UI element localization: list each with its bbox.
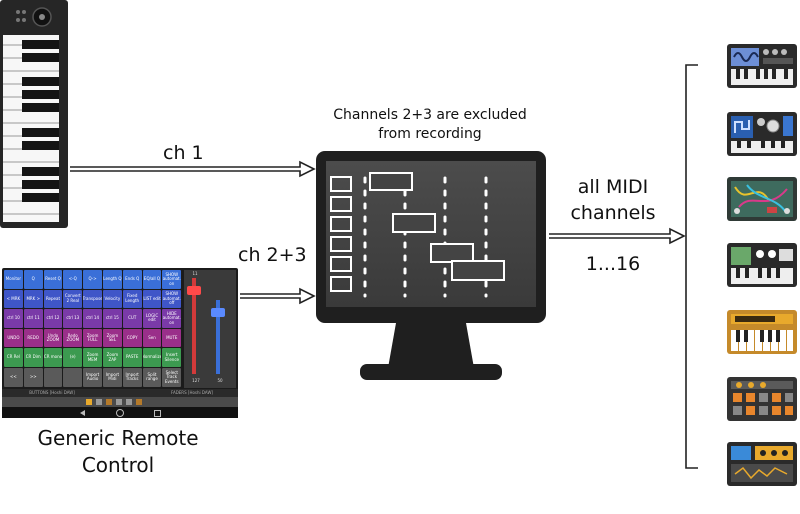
remote-grid-button[interactable]: LIST edit bbox=[142, 289, 162, 309]
remote-grid-button[interactable]: Q-> bbox=[83, 270, 102, 289]
remote-grid-button[interactable]: (e) bbox=[63, 348, 83, 367]
remote-grid-button[interactable]: Transpose bbox=[83, 289, 102, 309]
remote-grid-button[interactable]: < MRK bbox=[4, 289, 23, 309]
midi-keyboard-icon bbox=[0, 0, 68, 228]
remote-grid-button[interactable]: Zoom ZAP bbox=[103, 348, 122, 367]
all-midi-label-line1: all MIDI bbox=[577, 176, 649, 198]
computer-monitor-icon bbox=[316, 151, 546, 380]
remote-grid-button[interactable]: CR Rel bbox=[4, 348, 23, 367]
remote-grid-button[interactable]: ctrl 12 bbox=[43, 309, 63, 328]
remote-grid-button[interactable]: ctrl 10 bbox=[4, 309, 23, 328]
remote-grid-button[interactable]: Zoom FULL bbox=[83, 328, 102, 348]
remote-grid-button[interactable]: ctrl 11 bbox=[23, 309, 43, 328]
recents-icon[interactable] bbox=[154, 410, 161, 417]
toolbar-icon[interactable] bbox=[136, 399, 142, 405]
remote-grid-button[interactable]: Insert Silence bbox=[162, 348, 182, 367]
remote-grid-button[interactable]: << bbox=[4, 368, 23, 387]
toolbar-icon[interactable] bbox=[126, 399, 132, 405]
toolbar-icon[interactable] bbox=[86, 399, 92, 405]
remote-footer-bar: BUTTONS [Hoshi DAW] FADERS [Hoshi DAW] bbox=[2, 389, 238, 397]
home-icon[interactable] bbox=[116, 409, 124, 417]
remote-grid-button[interactable]: Length Q bbox=[103, 270, 122, 289]
remote-caption-line2: Control bbox=[81, 453, 155, 477]
fader-value-1: 11 bbox=[192, 271, 198, 276]
toolbar-icon[interactable] bbox=[106, 399, 112, 405]
modular-synth-icon bbox=[727, 177, 797, 221]
sampler-icon bbox=[727, 442, 797, 486]
remote-grid-button[interactable]: CR mono bbox=[43, 348, 63, 367]
toolbar-icon[interactable] bbox=[116, 399, 122, 405]
channel-range-label: 1...16 bbox=[585, 253, 641, 275]
drum-machine-icon bbox=[727, 377, 797, 421]
remote-grid-button[interactable]: UNDO bbox=[4, 328, 23, 348]
remote-grid-button[interactable]: ctrl 15 bbox=[103, 309, 122, 328]
remote-grid-button[interactable]: CUT bbox=[122, 309, 142, 328]
remote-grid-button[interactable]: Convert 2 Real bbox=[63, 289, 83, 309]
remote-grid-button[interactable]: EQ/all Q bbox=[142, 270, 162, 289]
remote-grid-button[interactable]: Velocity bbox=[103, 289, 122, 309]
remote-fader-panel: 11 127 50 bbox=[184, 270, 236, 388]
remote-grid-button[interactable]: Fixed Length bbox=[122, 289, 142, 309]
remote-grid-button[interactable]: Redo ZOOM bbox=[63, 328, 83, 348]
remote-toolbar bbox=[2, 397, 238, 407]
fader-1-handle[interactable] bbox=[187, 286, 201, 295]
remote-grid-button[interactable]: Import Midi bbox=[103, 368, 122, 387]
wave-synth-icon bbox=[727, 44, 797, 88]
excluded-note-line1: Channels 2+3 are excluded bbox=[333, 107, 527, 123]
remote-grid-button[interactable]: SHOW automat. off bbox=[162, 289, 182, 309]
remote-grid-button[interactable] bbox=[43, 368, 63, 387]
remote-grid-button[interactable]: Monitor bbox=[4, 270, 23, 289]
remote-grid-button[interactable]: Zoom MEM bbox=[83, 348, 102, 367]
fader-2-handle[interactable] bbox=[211, 308, 225, 317]
remote-grid-button[interactable]: REDO bbox=[23, 328, 43, 348]
green-screen-synth-icon bbox=[727, 243, 797, 287]
excluded-note-line2: from recording bbox=[378, 126, 482, 142]
ch1-arrow bbox=[70, 160, 316, 178]
remote-grid-button[interactable]: ctrl 14 bbox=[83, 309, 102, 328]
all-midi-arrow bbox=[549, 227, 686, 245]
back-icon[interactable] bbox=[80, 410, 85, 416]
remote-grid-button[interactable]: Import Audio bbox=[83, 368, 102, 387]
fader-value-3: 50 bbox=[217, 378, 223, 383]
remote-footer-left: BUTTONS [Hoshi DAW] bbox=[29, 390, 75, 395]
remote-grid-button[interactable]: MRK > bbox=[23, 289, 43, 309]
remote-grid-button[interactable]: CR Dim bbox=[23, 348, 43, 367]
remote-grid-button[interactable]: Split range bbox=[142, 368, 162, 387]
toolbar-icon[interactable] bbox=[96, 399, 102, 405]
output-bracket bbox=[685, 64, 698, 469]
remote-grid-button[interactable]: Undo ZOOM bbox=[43, 328, 63, 348]
remote-grid-button[interactable]: Zoom SEL bbox=[103, 328, 122, 348]
remote-grid-button[interactable]: Normalize bbox=[142, 348, 162, 367]
remote-grid-button[interactable]: HIDE automat. on bbox=[162, 309, 182, 328]
remote-grid-button[interactable] bbox=[63, 368, 83, 387]
remote-grid-button[interactable]: Ends Q bbox=[122, 270, 142, 289]
remote-grid-button[interactable]: Reset Q bbox=[43, 270, 63, 289]
ch23-label: ch 2+3 bbox=[238, 244, 307, 266]
remote-grid-button[interactable]: Sen bbox=[142, 328, 162, 348]
remote-grid-button[interactable]: MUTE bbox=[162, 328, 182, 348]
remote-grid-button[interactable]: Q bbox=[23, 270, 43, 289]
remote-caption-line1: Generic Remote bbox=[37, 426, 199, 450]
remote-grid-button[interactable]: <-Q bbox=[63, 270, 83, 289]
orange-synth-icon bbox=[727, 310, 797, 354]
ch1-label: ch 1 bbox=[163, 142, 204, 164]
remote-grid-button[interactable]: Repeat bbox=[43, 289, 63, 309]
remote-footer-right: FADERS [Hoshi DAW] bbox=[171, 390, 213, 395]
android-nav-bar bbox=[2, 407, 238, 418]
all-midi-label-line2: channels bbox=[570, 202, 656, 224]
ch23-arrow bbox=[240, 287, 316, 305]
remote-grid-button[interactable]: PASTE bbox=[122, 348, 142, 367]
remote-grid-button[interactable]: SHOW automat. on bbox=[162, 270, 182, 289]
remote-grid-button[interactable]: Select Track Events bbox=[162, 368, 182, 387]
fader-value-2: 127 bbox=[192, 378, 200, 383]
remote-grid-button[interactable]: Import Tracks bbox=[122, 368, 142, 387]
remote-grid-button[interactable]: COPY bbox=[122, 328, 142, 348]
blue-synth-icon bbox=[727, 112, 797, 156]
remote-grid-button[interactable]: >> bbox=[23, 368, 43, 387]
remote-grid-button[interactable]: ctrl 13 bbox=[63, 309, 83, 328]
remote-grid-button[interactable]: LOGIC edit bbox=[142, 309, 162, 328]
